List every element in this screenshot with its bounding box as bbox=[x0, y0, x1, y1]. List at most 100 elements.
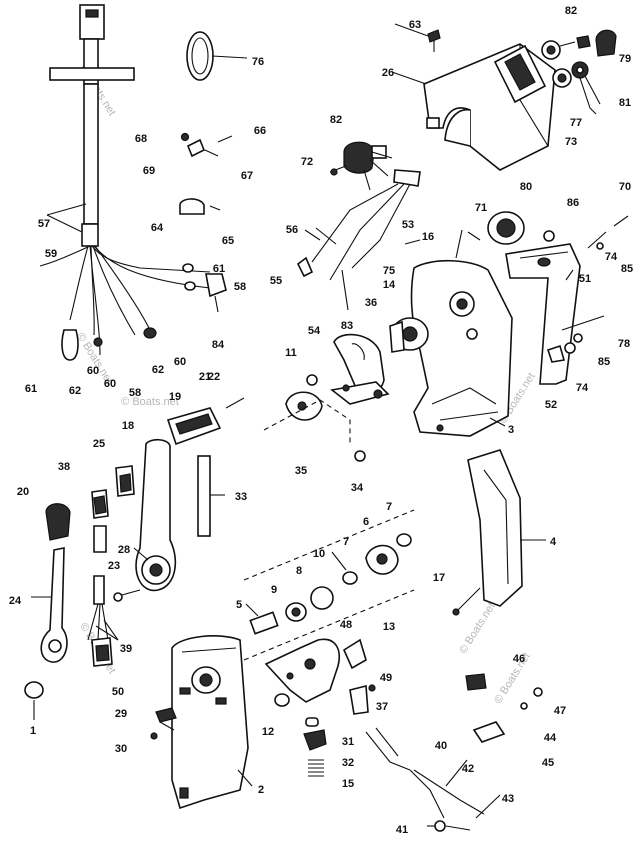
callout-36: 36 bbox=[365, 297, 377, 309]
callout-15: 15 bbox=[342, 778, 354, 790]
callout-73: 73 bbox=[565, 136, 577, 148]
part-76-cable-tie bbox=[186, 31, 214, 81]
callout-58: 58 bbox=[234, 281, 246, 293]
callout-9: 9 bbox=[271, 584, 277, 596]
callout-12: 12 bbox=[262, 726, 274, 738]
callout-40: 40 bbox=[435, 740, 447, 752]
callout-85: 85 bbox=[621, 263, 633, 275]
part-18-control-handle bbox=[135, 397, 245, 592]
callout-30: 30 bbox=[115, 743, 127, 755]
callout-7: 7 bbox=[386, 501, 392, 513]
callout-45: 45 bbox=[542, 757, 554, 769]
callout-20: 20 bbox=[17, 486, 29, 498]
watermark-text: © Boats.net bbox=[457, 601, 498, 656]
callout-75: 75 bbox=[383, 265, 395, 277]
callout-57: 57 bbox=[38, 218, 50, 230]
callout-32: 32 bbox=[342, 757, 354, 769]
callout-85: 85 bbox=[598, 356, 610, 368]
callout-58: 58 bbox=[129, 387, 141, 399]
callout-63: 63 bbox=[409, 19, 421, 31]
callout-39: 39 bbox=[120, 643, 132, 655]
callout-66: 66 bbox=[254, 125, 266, 137]
parts-44-47-throttle-hardware bbox=[465, 673, 543, 743]
callout-62: 62 bbox=[152, 364, 164, 376]
callout-61: 61 bbox=[25, 383, 37, 395]
callout-65: 65 bbox=[222, 235, 234, 247]
part-3-control-housing bbox=[410, 259, 513, 437]
callout-77: 77 bbox=[570, 117, 582, 129]
callout-33: 33 bbox=[235, 491, 247, 503]
callout-42: 42 bbox=[462, 763, 474, 775]
callout-44: 44 bbox=[544, 732, 557, 744]
callout-68: 68 bbox=[135, 133, 147, 145]
callout-51: 51 bbox=[579, 273, 591, 285]
part-17-screw bbox=[452, 587, 481, 616]
callout-76: 76 bbox=[252, 56, 264, 68]
callout-6: 6 bbox=[363, 516, 369, 528]
part-82-key-switch bbox=[329, 141, 393, 191]
parts-29-30 bbox=[150, 707, 177, 740]
callout-84: 84 bbox=[212, 339, 225, 351]
callout-56: 56 bbox=[286, 224, 298, 236]
part-51-mounting-bracket bbox=[505, 231, 607, 385]
callout-8: 8 bbox=[296, 565, 302, 577]
callout-50: 50 bbox=[112, 686, 124, 698]
part-14-36-shift-linkage bbox=[263, 317, 429, 462]
callout-22: 22 bbox=[208, 371, 220, 383]
callout-81: 81 bbox=[619, 97, 631, 109]
callout-17: 17 bbox=[433, 572, 445, 584]
callout-35: 35 bbox=[295, 465, 307, 477]
callout-61: 61 bbox=[213, 263, 225, 275]
part-53-lead-wires bbox=[296, 169, 421, 311]
callout-43: 43 bbox=[502, 793, 514, 805]
parts-40-43-throttle-cables bbox=[365, 727, 485, 832]
callout-80: 80 bbox=[520, 181, 532, 193]
callout-49: 49 bbox=[380, 672, 392, 684]
callout-labels: 1234567789101112131415161718192021222324… bbox=[9, 5, 633, 836]
callout-38: 38 bbox=[58, 461, 70, 473]
callout-10: 10 bbox=[313, 548, 325, 560]
callout-86: 86 bbox=[567, 197, 579, 209]
callout-31: 31 bbox=[342, 736, 354, 748]
parts-15-31-32 bbox=[303, 717, 327, 777]
callout-53: 53 bbox=[402, 219, 414, 231]
part-48-cam-plate bbox=[264, 638, 376, 715]
callout-28: 28 bbox=[118, 544, 130, 556]
leader-lines bbox=[31, 23, 574, 827]
callout-41: 41 bbox=[396, 824, 408, 836]
callout-60: 60 bbox=[104, 378, 116, 390]
callout-34: 34 bbox=[351, 482, 364, 494]
callout-67: 67 bbox=[241, 170, 253, 182]
callout-71: 71 bbox=[475, 202, 487, 214]
part-63-screw bbox=[427, 29, 441, 52]
callout-23: 23 bbox=[108, 560, 120, 572]
callout-29: 29 bbox=[115, 708, 127, 720]
part-33-trim-strip bbox=[197, 455, 211, 537]
part-80-trim-switch bbox=[455, 211, 555, 259]
callout-70: 70 bbox=[619, 181, 631, 193]
callout-3: 3 bbox=[508, 424, 514, 436]
callout-13: 13 bbox=[383, 621, 395, 633]
callout-82: 82 bbox=[565, 5, 577, 17]
callout-72: 72 bbox=[301, 156, 313, 168]
callout-26: 26 bbox=[382, 67, 394, 79]
callout-83: 83 bbox=[341, 320, 353, 332]
callout-69: 69 bbox=[143, 165, 155, 177]
part-2-front-housing bbox=[171, 635, 249, 810]
callout-47: 47 bbox=[554, 705, 566, 717]
callout-19: 19 bbox=[169, 391, 181, 403]
callout-18: 18 bbox=[122, 420, 134, 432]
callout-62: 62 bbox=[69, 385, 81, 397]
parts-20-25-38 bbox=[45, 465, 135, 605]
callout-2: 2 bbox=[258, 784, 264, 796]
hardware-70-74-85-78 bbox=[564, 215, 629, 354]
callout-4: 4 bbox=[550, 536, 557, 548]
callout-11: 11 bbox=[285, 347, 297, 359]
callout-24: 24 bbox=[9, 595, 22, 607]
callout-14: 14 bbox=[383, 279, 396, 291]
callout-74: 74 bbox=[605, 251, 618, 263]
parts-77-79-82-top-right bbox=[541, 29, 617, 115]
callout-78: 78 bbox=[618, 338, 630, 350]
